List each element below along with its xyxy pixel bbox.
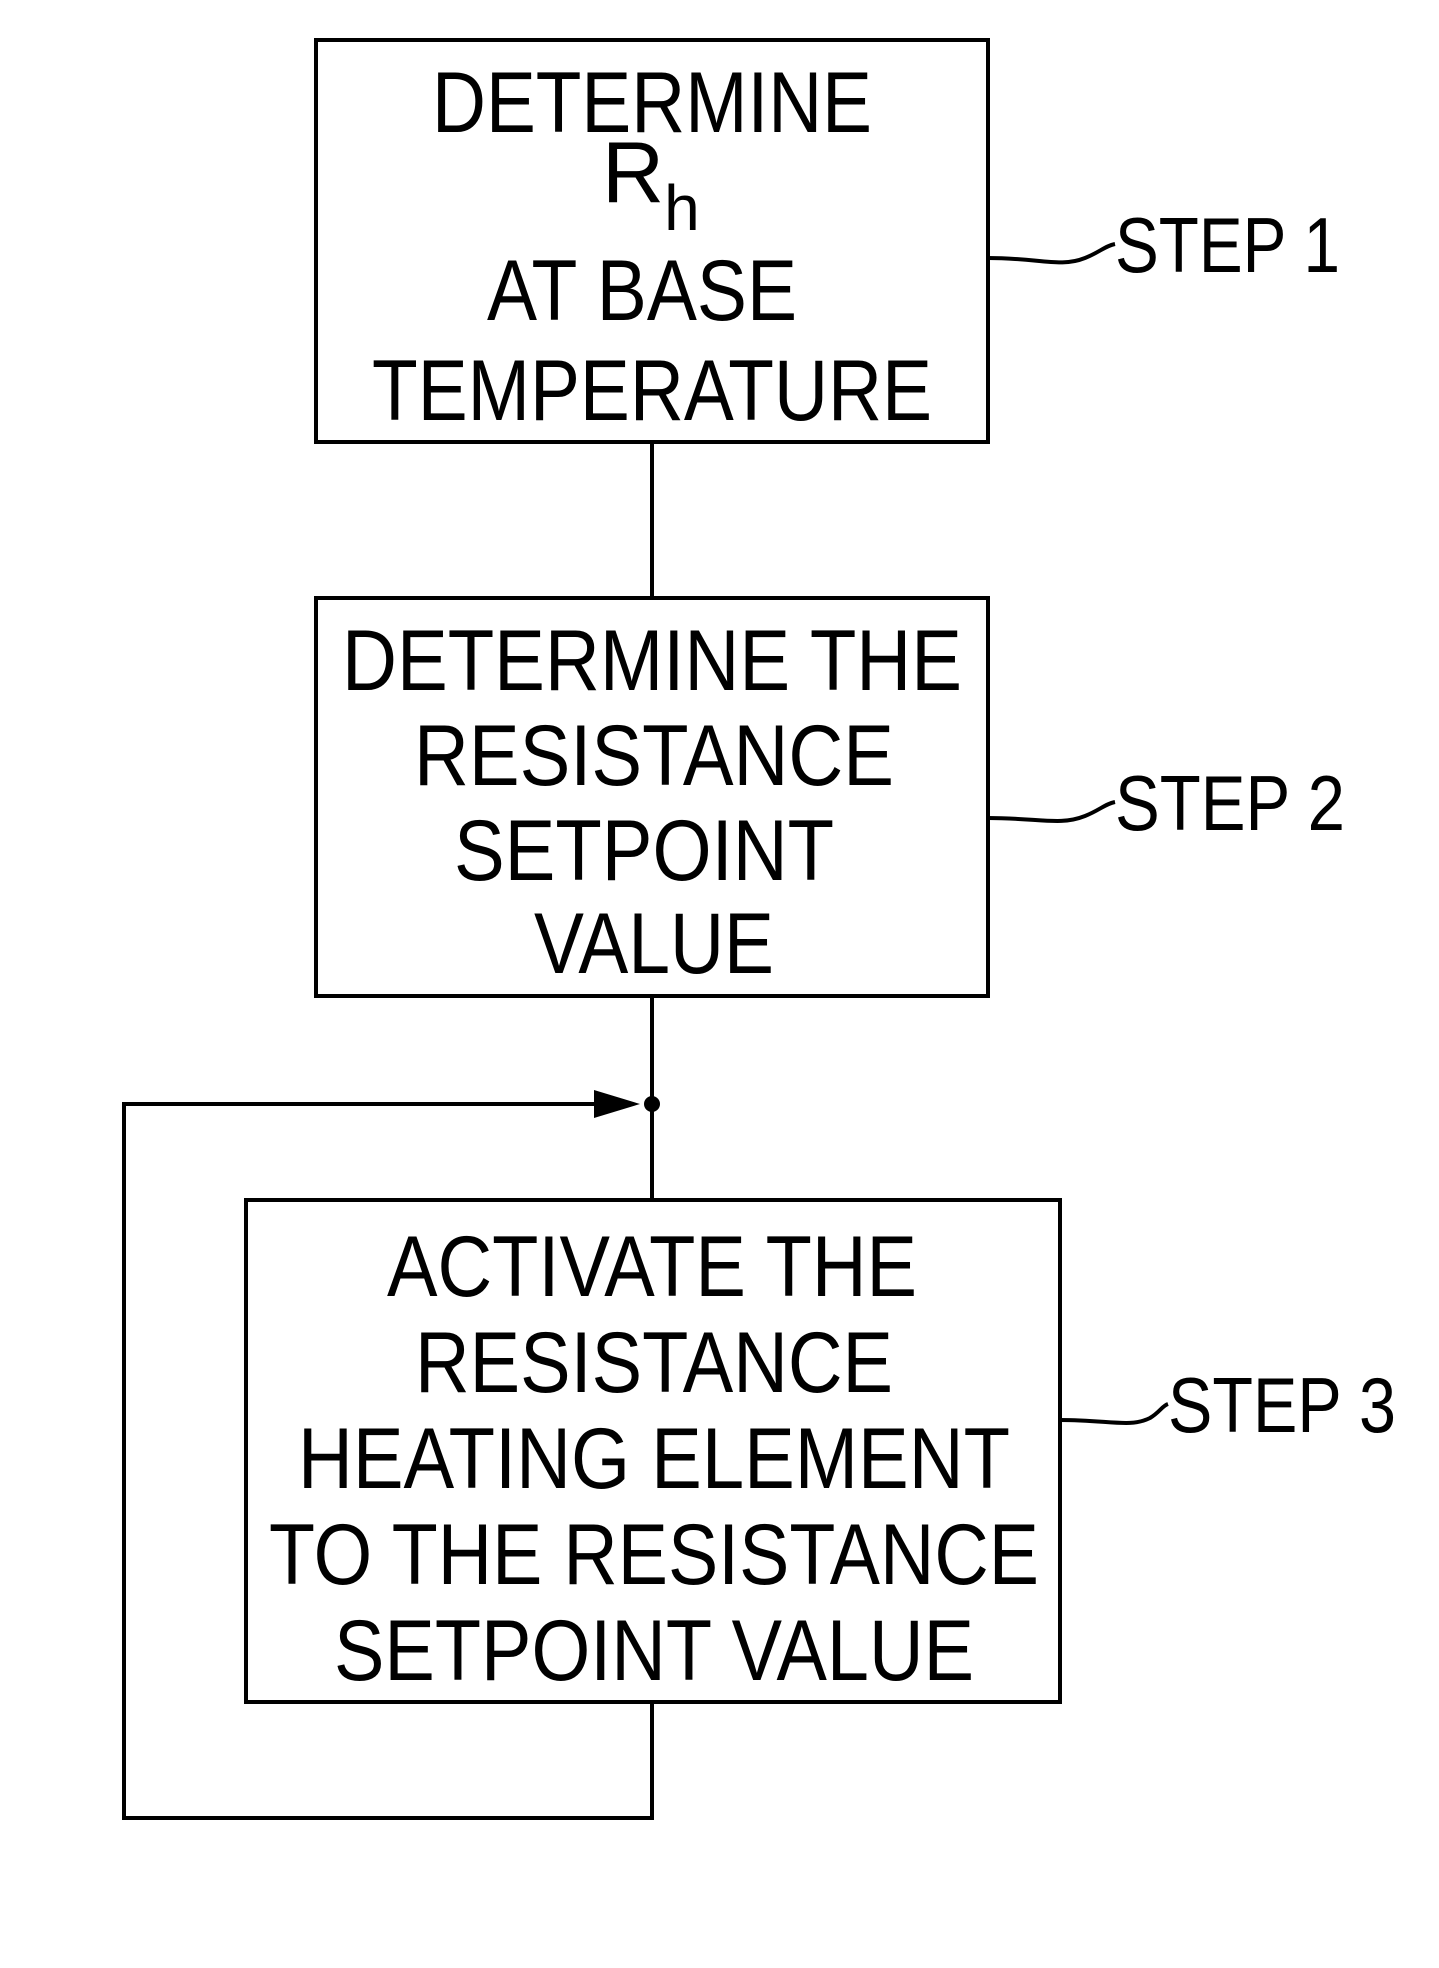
rh-r: R <box>602 125 664 221</box>
step-1-leader <box>988 244 1115 262</box>
step-3-line-1: ACTIVATE THE <box>387 1219 917 1315</box>
step-2-line-1: DETERMINE THE <box>342 613 962 709</box>
step-1-label: STEP 1 <box>1115 201 1340 289</box>
junction-dot <box>644 1096 660 1112</box>
step-2-label: STEP 2 <box>1115 759 1345 847</box>
step-2-leader <box>988 802 1115 821</box>
step-3-line-2: RESISTANCE <box>415 1315 893 1411</box>
step-3-line-5: SETPOINT VALUE <box>334 1603 974 1699</box>
step-3-label: STEP 3 <box>1168 1361 1396 1449</box>
step-1-line-3: AT BASE <box>487 243 797 339</box>
step-2-line-3: SETPOINT <box>454 803 834 899</box>
step-3-leader <box>1060 1404 1168 1423</box>
step-2-line-2: RESISTANCE <box>414 708 894 804</box>
rh-subscript: h <box>664 172 700 244</box>
feedback-arrowhead <box>594 1090 640 1118</box>
step-2-line-4: VALUE <box>534 896 774 992</box>
step-1-line-4: TEMPERATURE <box>372 343 932 439</box>
step-3-line-3: HEATING ELEMENT <box>298 1411 1010 1507</box>
step-3-line-4: TO THE RESISTANCE <box>269 1507 1039 1603</box>
